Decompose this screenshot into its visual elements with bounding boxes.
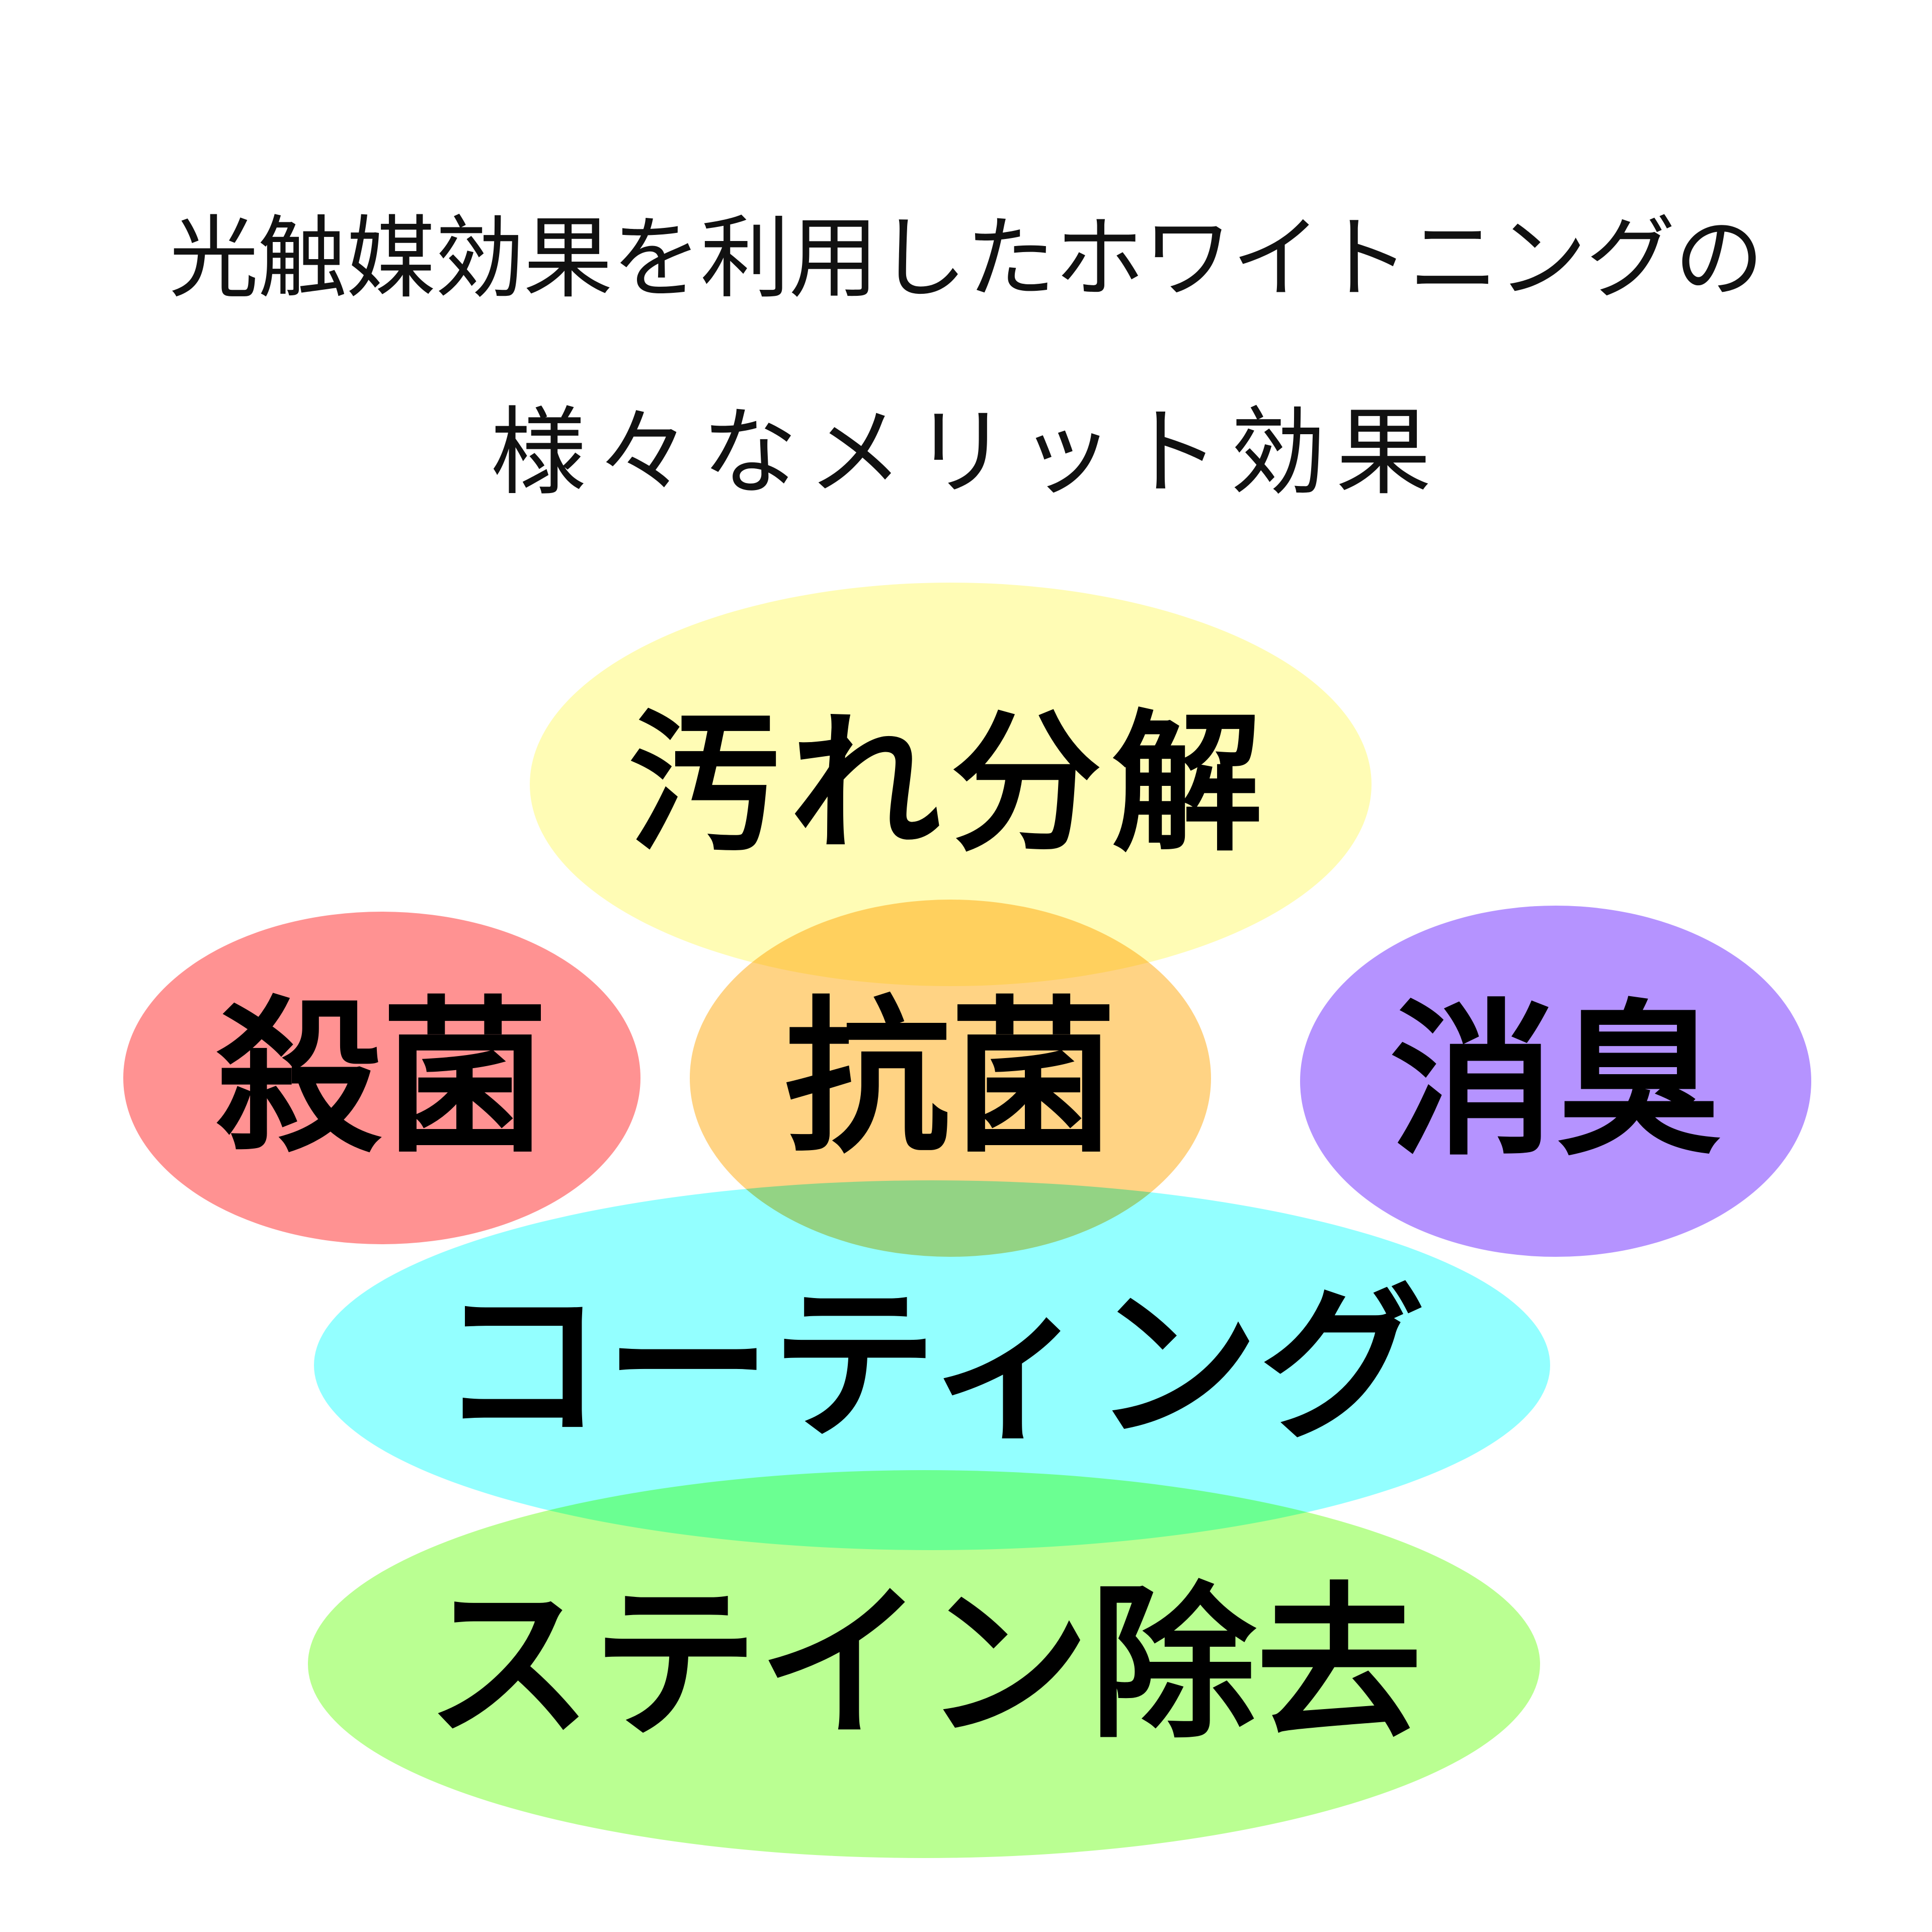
label-antibacterial: 抗菌 bbox=[784, 982, 1116, 1175]
bubble-stain-removal bbox=[308, 1470, 1540, 1858]
label-stain-decomposition: 汚れ分解 bbox=[628, 696, 1273, 872]
title-line-1: 光触媒効果を利用したホワイトニングの bbox=[169, 206, 1764, 310]
bubble-deodorization bbox=[1300, 906, 1811, 1257]
label-stain-removal: ステイン除去 bbox=[426, 1567, 1422, 1761]
label-coating: コーティング bbox=[439, 1268, 1425, 1462]
label-sterilization: 殺菌 bbox=[216, 981, 548, 1175]
label-deodorization: 消臭 bbox=[1390, 985, 1722, 1178]
bubble-sterilization bbox=[123, 912, 640, 1244]
title-line-2: 様々なメリット効果 bbox=[490, 397, 1441, 508]
